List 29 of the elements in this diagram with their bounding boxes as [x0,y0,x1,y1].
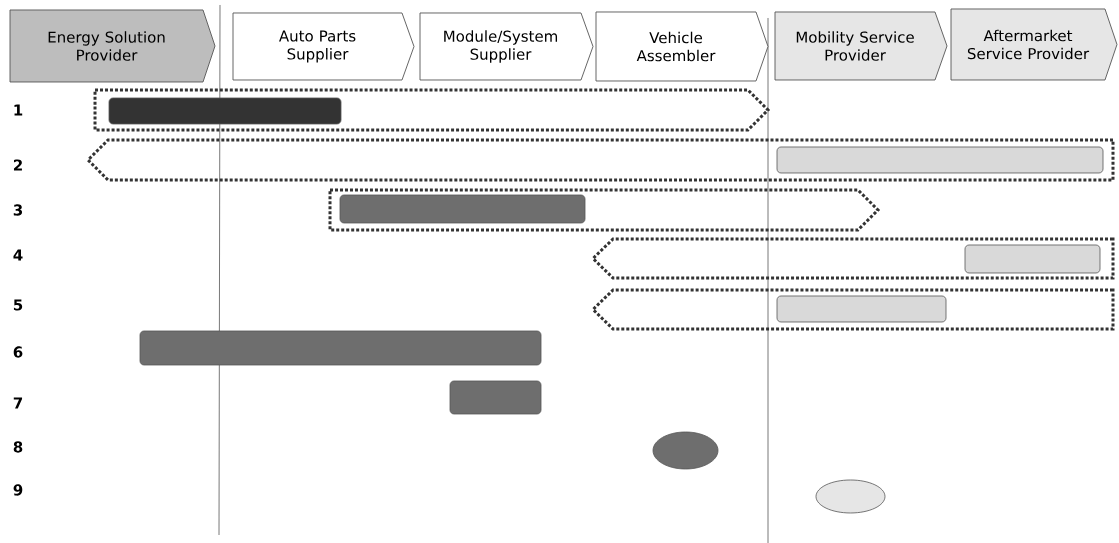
ellipse [815,479,886,514]
row-number: 2 [14,159,22,171]
stage-box: Auto Parts Supplier [232,12,415,81]
bar [776,295,947,323]
bar [108,97,342,125]
bar [449,380,542,415]
dotted-arrow-outline [328,188,881,232]
ellipse [652,431,719,470]
row-number: 8 [13,441,23,453]
row-number: 9 [13,484,23,496]
stage-box: Vehicle Assembler [595,11,769,82]
bar [964,244,1101,274]
stage-box: Energy Solution Provider [9,9,216,83]
dotted-arrow-outline [590,237,1115,280]
row-number: 1 [14,104,23,116]
row-number: 5 [13,299,23,311]
dotted-arrow-outline [590,288,1115,331]
bar [776,146,1104,174]
bar [139,330,542,366]
stage-box: Module/System Supplier [419,12,594,81]
row-number: 4 [13,249,23,261]
stage-box: Aftermarket Service Provider [950,8,1118,81]
bar [339,194,586,224]
row-number: 3 [13,204,23,216]
row-number: 7 [13,397,23,409]
dotted-arrow-outline [93,88,771,132]
row-number: 6 [13,346,23,358]
stage-box: Mobility Service Provider [774,11,948,81]
dotted-arrow-outline [85,138,1115,182]
